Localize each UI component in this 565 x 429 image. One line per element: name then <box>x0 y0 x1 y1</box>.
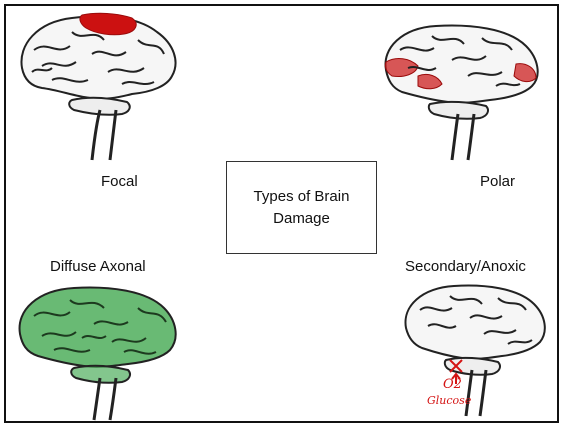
glucose-annotation: Glucose <box>427 394 471 407</box>
label-secondary-anoxic: Secondary/Anoxic <box>405 258 526 275</box>
label-polar: Polar <box>480 173 515 190</box>
diffuse-axonal-brain-illustration <box>12 282 184 422</box>
secondary-anoxic-brain-illustration <box>400 280 550 418</box>
title-box: Types of Brain Damage <box>226 161 377 254</box>
polar-brain-illustration <box>378 20 543 160</box>
title-line-2: Damage <box>237 208 367 230</box>
label-diffuse-axonal: Diffuse Axonal <box>50 258 146 275</box>
title-line-1: Types of Brain <box>237 186 367 208</box>
label-focal: Focal <box>101 173 138 190</box>
oxygen-annotation: O2 <box>443 377 462 392</box>
focal-brain-illustration <box>12 10 182 162</box>
